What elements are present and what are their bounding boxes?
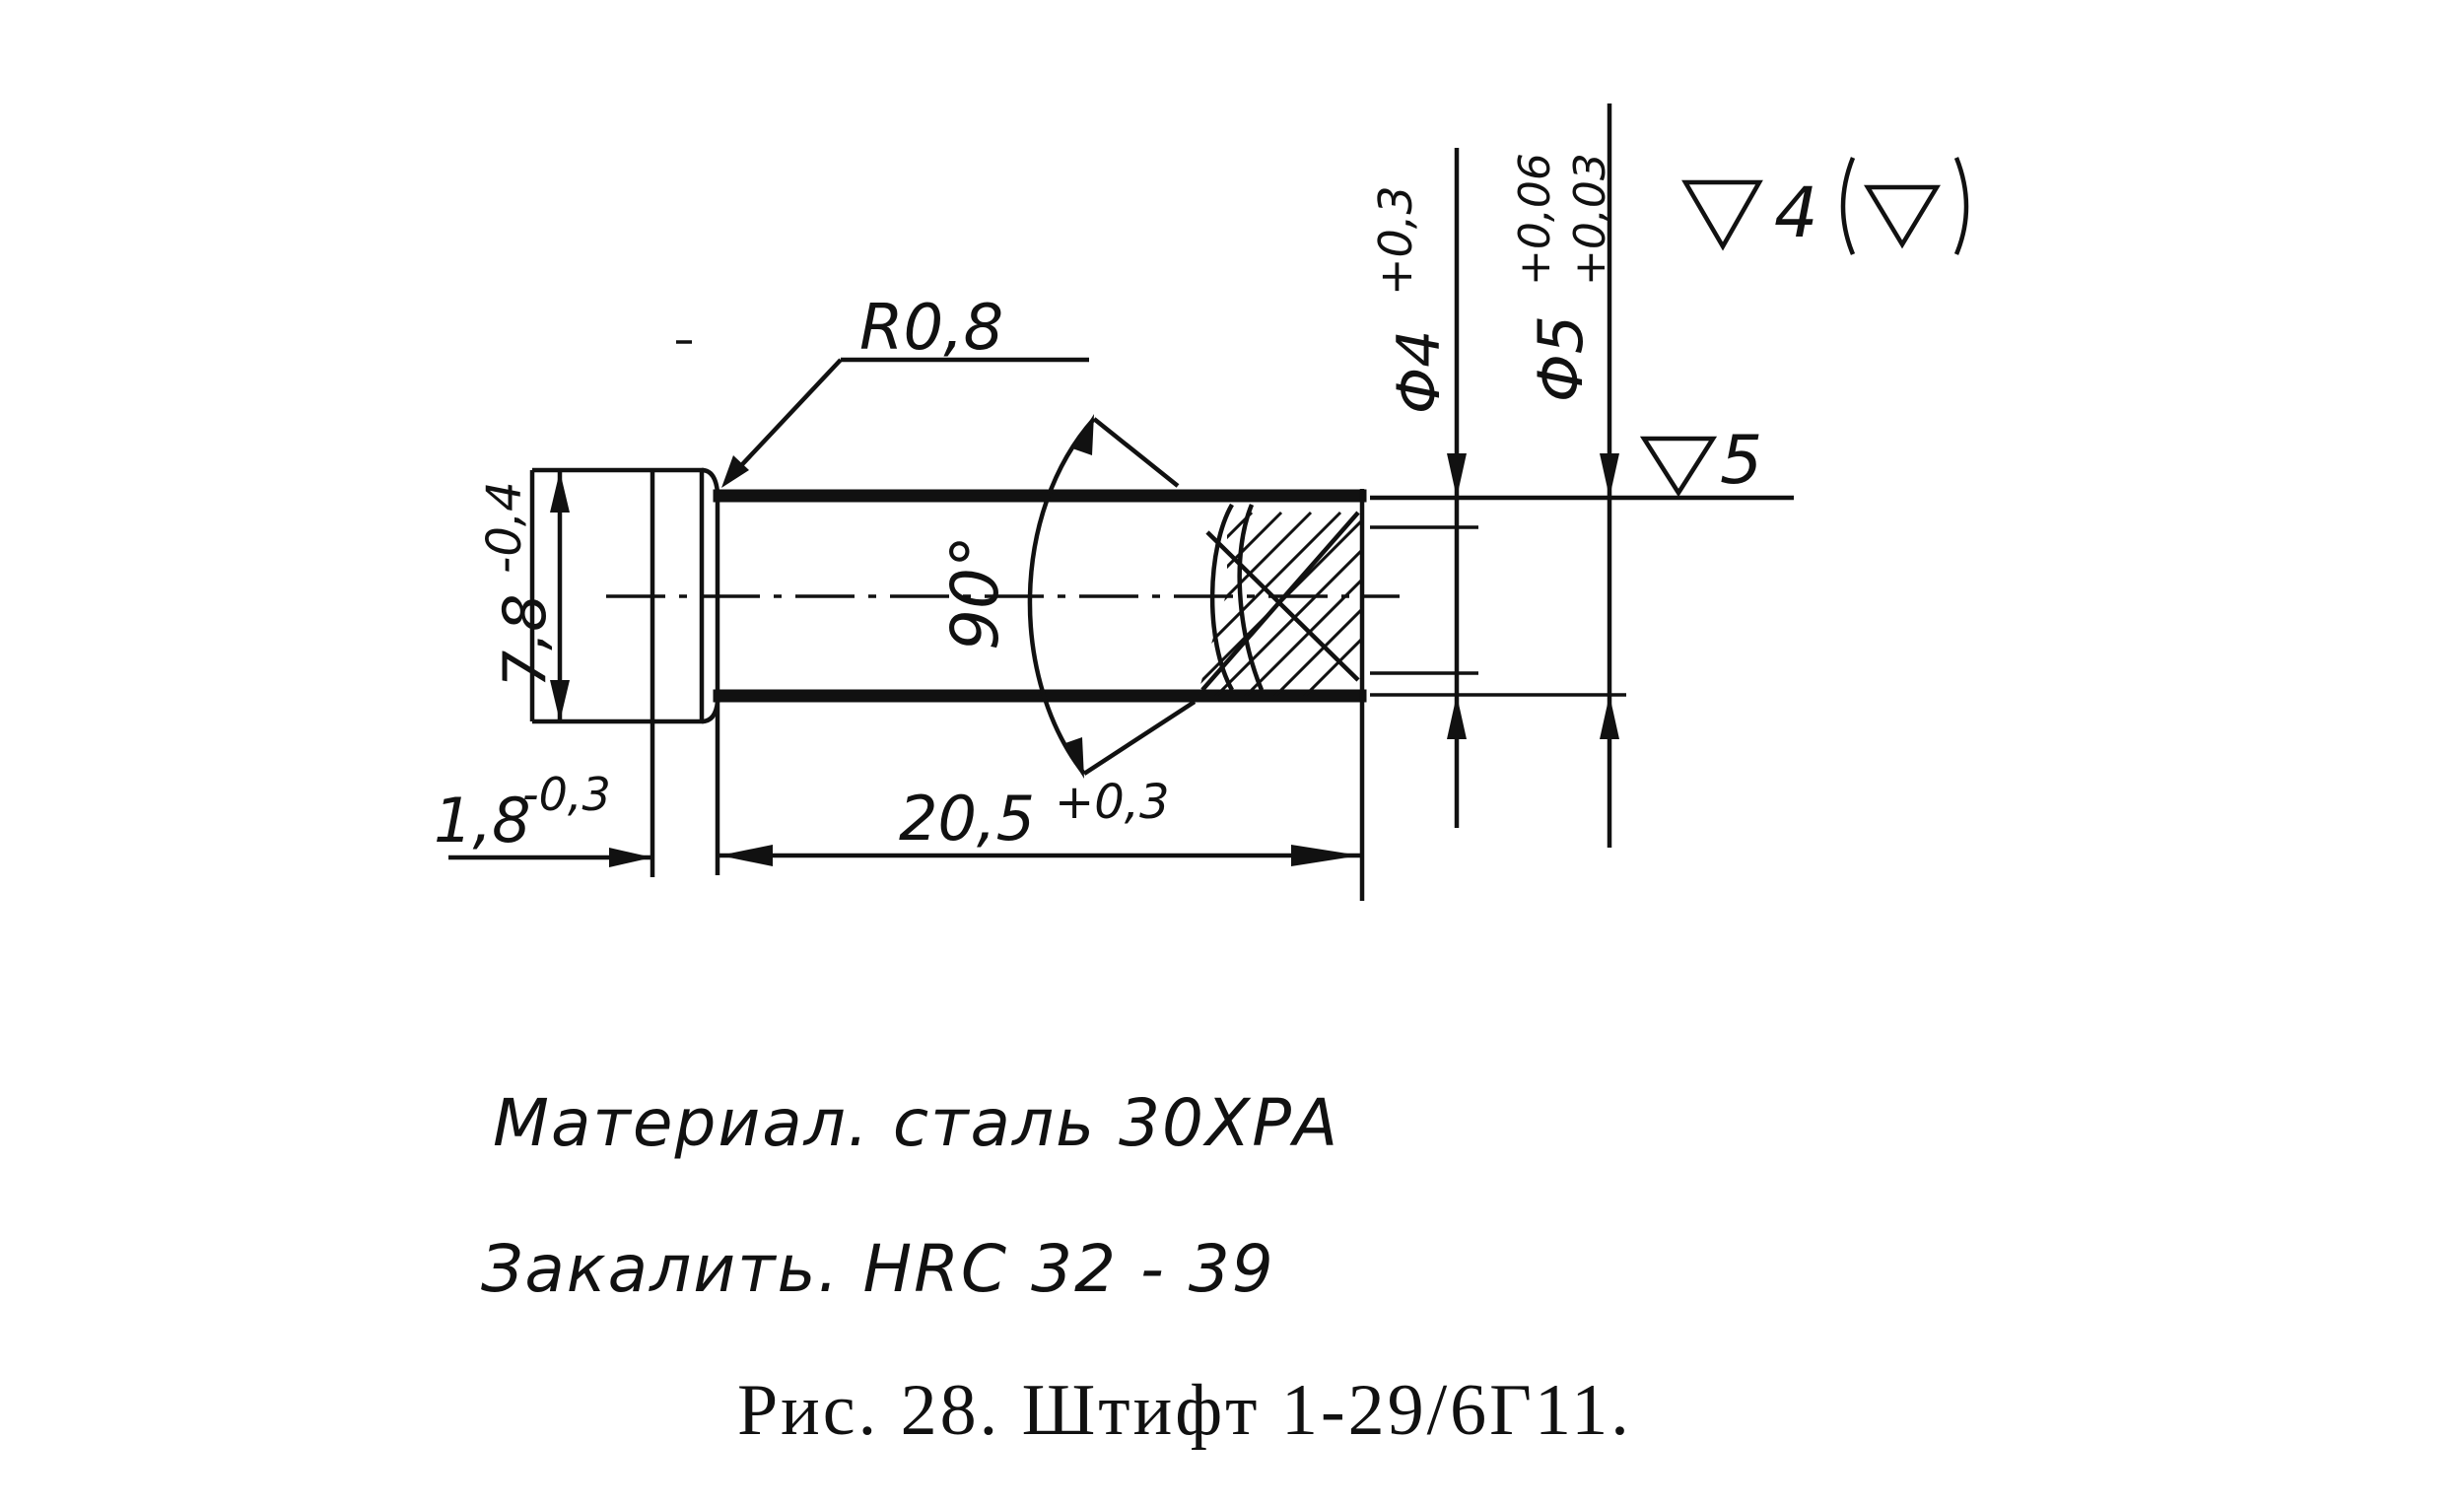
angle-label: 90° — [937, 535, 1013, 650]
head-height-dimension: 7,8 -0,4 — [477, 470, 570, 721]
diameter-dimensions: Φ4 +0,3 Φ5 +0,06 +0,03 — [1369, 103, 1794, 848]
dia-outer-tol-upper: +0,06 — [1510, 153, 1560, 286]
dia-inner-tol: +0,3 — [1369, 185, 1422, 296]
head-thickness-tol: -0,3 — [522, 768, 611, 821]
dia-outer-tol-lower: +0,03 — [1565, 153, 1615, 286]
length-label: 20,5 — [899, 783, 1035, 855]
dia-inner-label: Φ4 — [1385, 330, 1454, 414]
roughness-local-label: 5 — [1720, 422, 1762, 500]
roughness-general-label: 4 — [1774, 172, 1818, 253]
roughness-general: 4 — [1681, 157, 1969, 255]
head-thickness-label: 1,8 — [434, 785, 531, 856]
length-tol: +0,3 — [1055, 775, 1170, 830]
head-height-tol: -0,4 — [477, 481, 532, 574]
figure-caption: Рис. 28. Штифт 1-29/6Г11. — [737, 1370, 1632, 1451]
radius-callout: R0,8 — [721, 292, 1089, 488]
head-thickness-dimension: 1,8 -0,3 — [434, 721, 655, 877]
dia-outer-label: Φ5 — [1525, 315, 1597, 402]
head-height-label: 7,8 — [491, 594, 560, 688]
section-hatch — [1198, 503, 1362, 696]
material-note: Материал. сталь 30ХРА — [493, 1085, 1339, 1161]
roughness-local: 5 — [1639, 422, 1762, 500]
radius-label: R0,8 — [859, 292, 1003, 365]
length-dimension: 20,5 +0,3 — [715, 702, 1360, 875]
angle-dimension: 90° — [937, 414, 1197, 779]
hardening-note: Закалить. HRC 32 - 39 — [481, 1231, 1275, 1307]
